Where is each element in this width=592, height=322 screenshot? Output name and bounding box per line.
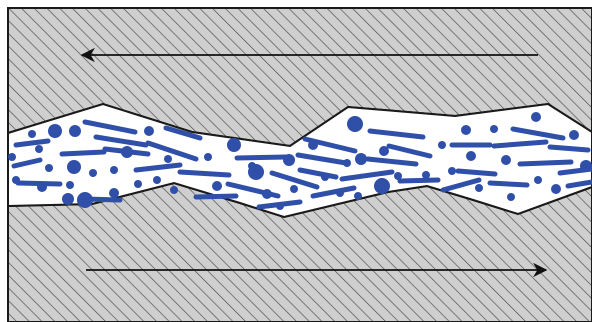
round-particle [110, 166, 118, 174]
round-particle [262, 189, 272, 199]
round-particle [354, 192, 362, 200]
rod-particle [386, 143, 433, 159]
round-particle [490, 125, 498, 133]
round-particle [321, 173, 329, 181]
rod-particle [310, 185, 357, 199]
round-particle [394, 172, 402, 180]
round-particle [276, 202, 284, 210]
rod-particle [365, 156, 419, 167]
round-particle [35, 145, 43, 153]
particle-layer [8, 112, 592, 210]
round-particle [48, 124, 62, 138]
rod-particle [547, 144, 591, 153]
round-particle [343, 159, 351, 167]
round-particle [69, 125, 81, 137]
rod-particle [297, 167, 339, 180]
rod-particle [234, 154, 289, 161]
rod-particle [133, 162, 183, 173]
rod-particle [145, 140, 199, 162]
rod-particle [487, 180, 530, 188]
round-particle [379, 146, 389, 156]
round-particle [475, 184, 483, 192]
rod-particle [491, 139, 549, 149]
rod-particle [59, 149, 107, 157]
round-particle [283, 154, 295, 166]
round-particle [461, 125, 471, 135]
round-particle [66, 181, 74, 189]
round-particle [153, 176, 161, 184]
round-particle [290, 185, 298, 193]
round-particle [569, 130, 579, 140]
round-particle [501, 155, 511, 165]
rod-particle [440, 177, 482, 193]
round-particle [62, 193, 74, 205]
round-particle [438, 141, 446, 149]
rod-particle [193, 193, 239, 200]
round-particle [336, 189, 344, 197]
round-particle [12, 176, 20, 184]
rod-particle [510, 126, 566, 141]
round-particle [144, 126, 154, 136]
rod-particle [339, 169, 395, 182]
round-particle [448, 167, 456, 175]
round-particle [204, 153, 212, 161]
round-particle [77, 192, 93, 208]
round-particle [466, 151, 476, 161]
round-particle [248, 164, 264, 180]
round-particle [164, 155, 172, 163]
rod-particle [397, 177, 441, 184]
round-particle [134, 180, 142, 188]
round-particle [347, 116, 363, 132]
round-particle [28, 130, 36, 138]
rod-particle [82, 119, 138, 135]
round-particle [308, 140, 318, 150]
round-particle [109, 188, 119, 198]
rod-particle [295, 152, 349, 166]
rod-particle [517, 159, 574, 167]
round-particle [212, 181, 222, 191]
round-particle [534, 176, 542, 184]
round-particle [89, 169, 97, 177]
rod-particle [163, 125, 203, 141]
round-particle [37, 182, 47, 192]
rod-particle [177, 169, 232, 178]
round-particle [374, 178, 390, 194]
rod-particle [455, 168, 498, 177]
rod-particle [13, 138, 51, 148]
rod-particle [367, 128, 426, 140]
rod-particle [93, 134, 149, 148]
rod-particle [565, 179, 592, 189]
round-particle [551, 184, 561, 194]
round-particle [355, 153, 367, 165]
round-particle [121, 146, 133, 158]
round-particle [531, 112, 541, 122]
round-particle [422, 171, 430, 179]
round-particle [227, 138, 241, 152]
rod-particle [11, 157, 43, 169]
round-particle [507, 193, 515, 201]
rod-particle [269, 170, 320, 190]
round-particle [170, 186, 178, 194]
round-particle [45, 164, 53, 172]
round-particle [8, 153, 16, 161]
round-particle [580, 160, 592, 172]
round-particle [67, 160, 81, 174]
